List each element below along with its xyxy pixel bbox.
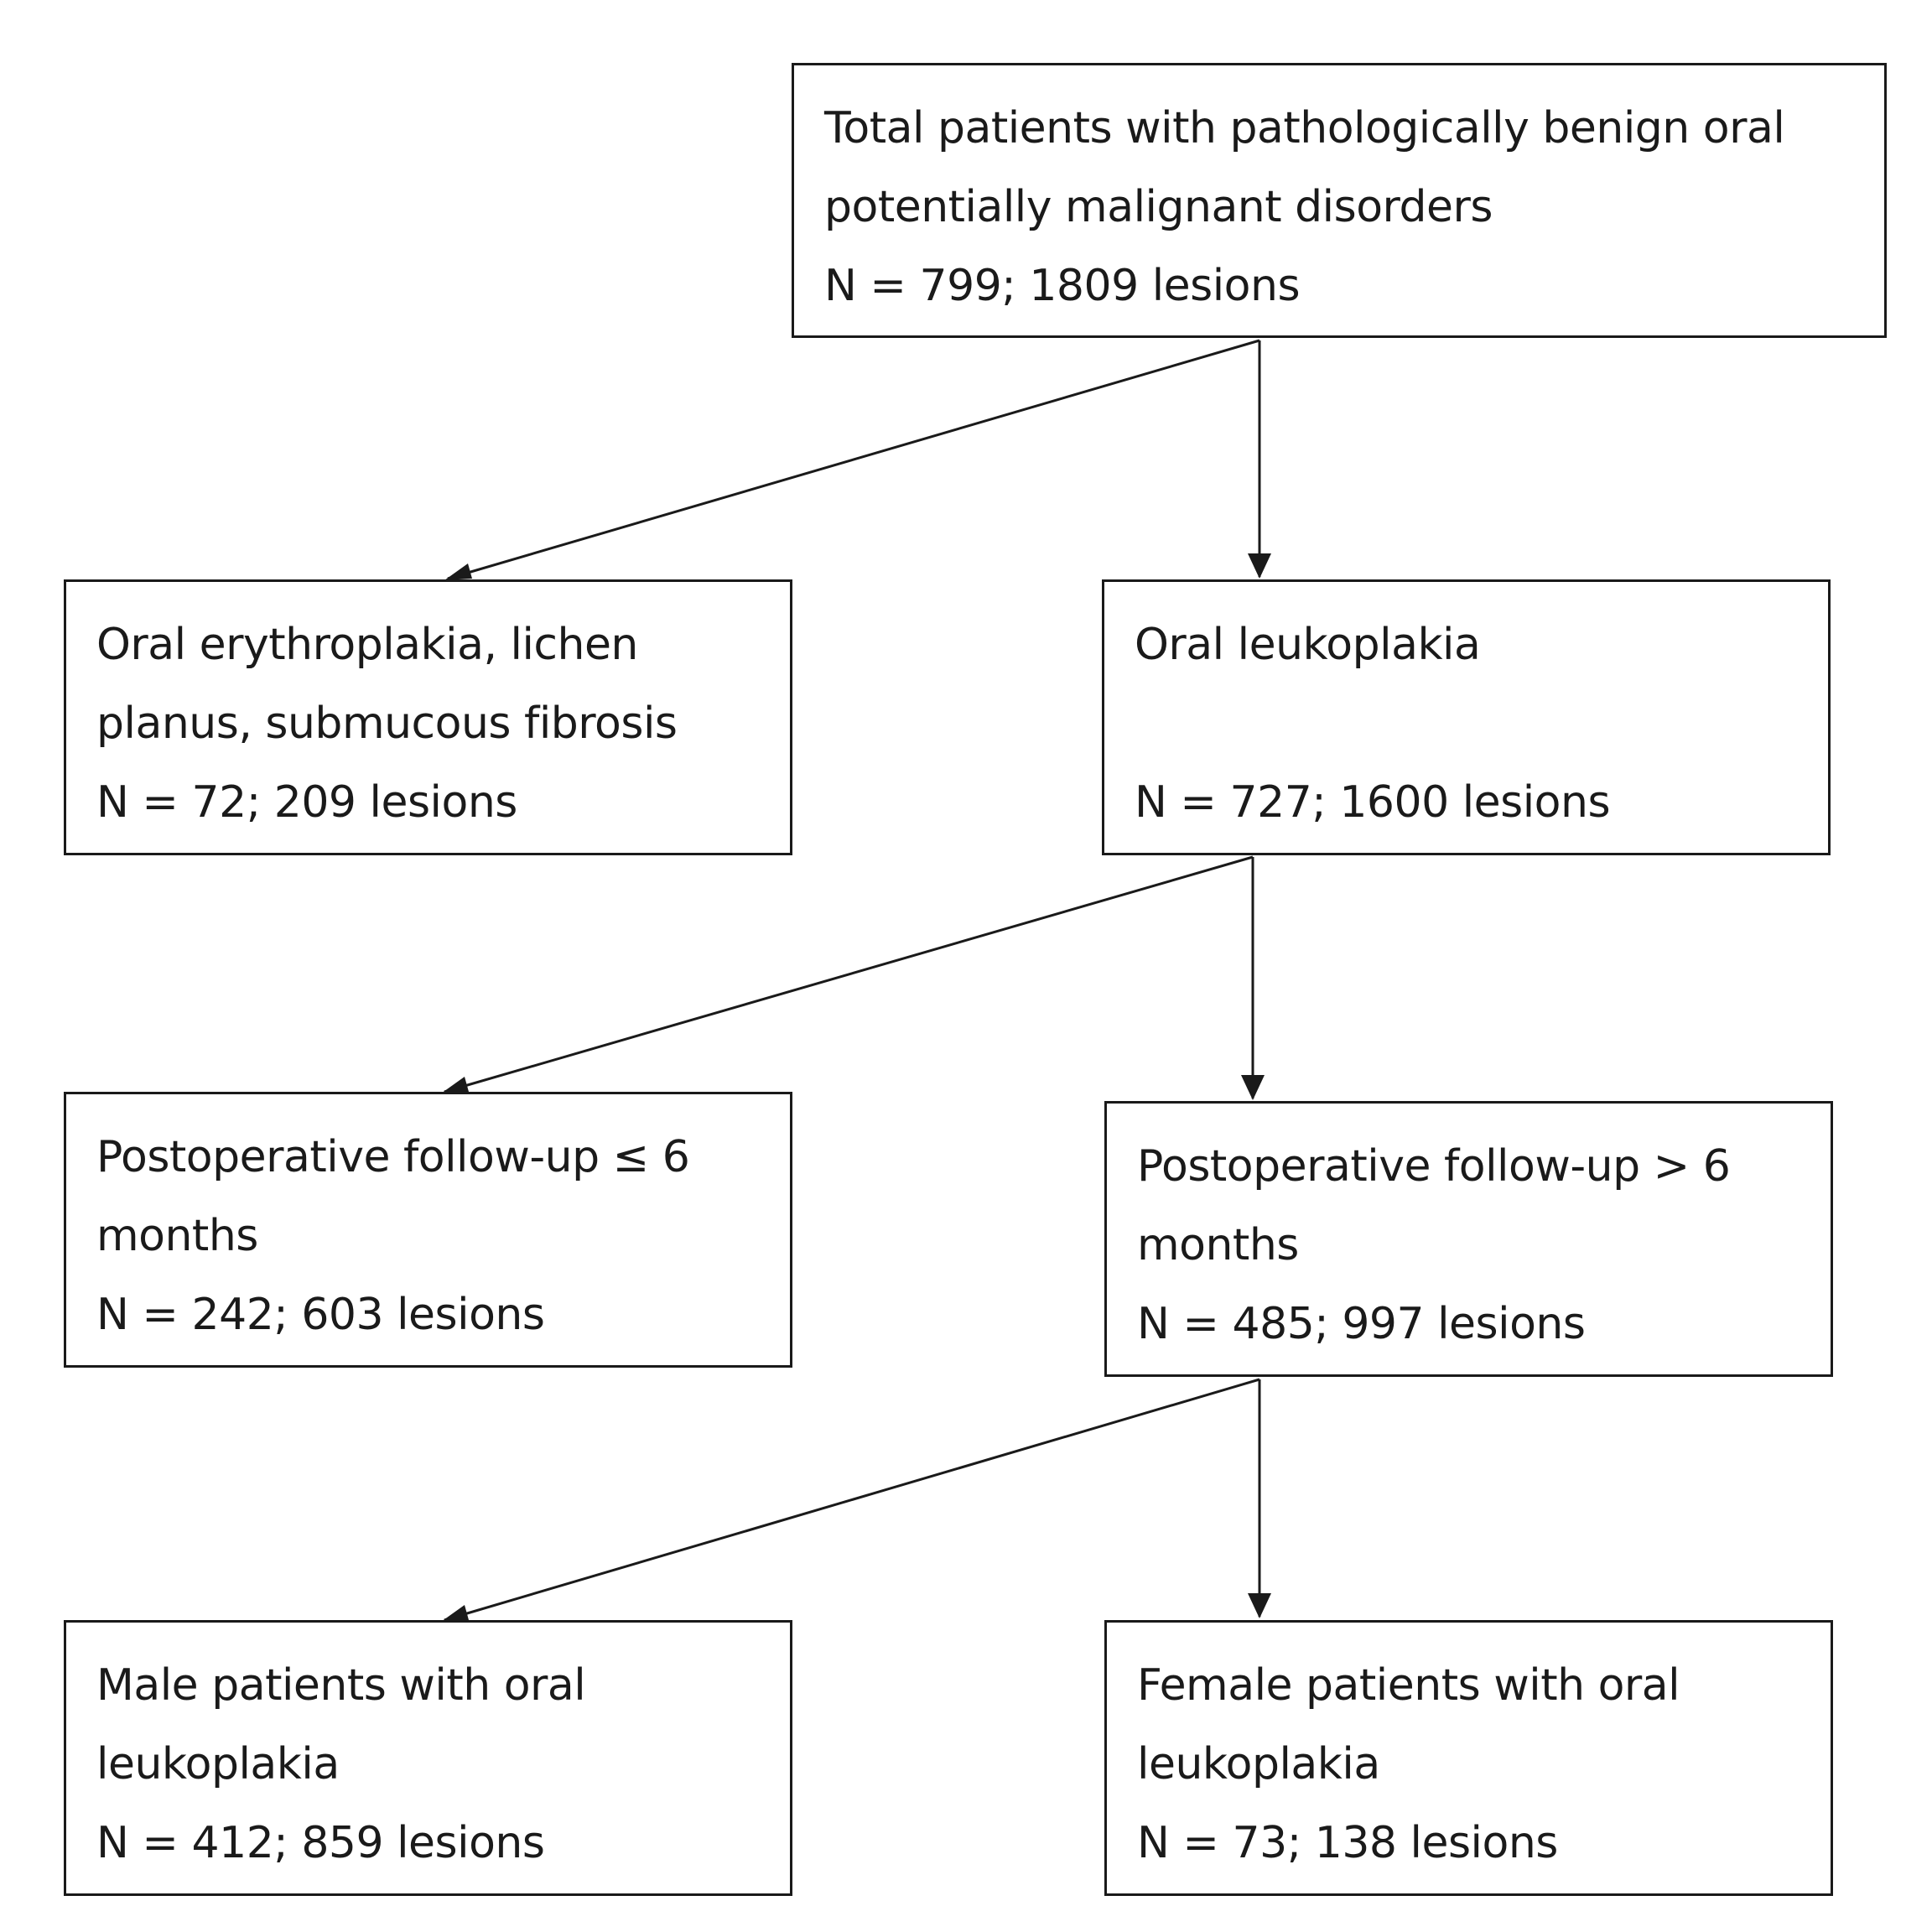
box-le6-count: N = 242; 603 lesions bbox=[96, 1290, 545, 1340]
arrowhead-female bbox=[1248, 1593, 1271, 1618]
arrowhead-male bbox=[441, 1605, 469, 1622]
box-male-line2: leukoplakia bbox=[96, 1739, 340, 1789]
box-leuko-count: N = 727; 1600 lesions bbox=[1135, 777, 1611, 828]
box-gt6-line2: months bbox=[1137, 1220, 1299, 1270]
box-male-count: N = 412; 859 lesions bbox=[96, 1818, 545, 1868]
arrowhead-leuko bbox=[1248, 553, 1271, 579]
box-leuko-line1: Oral leukoplakia bbox=[1135, 620, 1481, 670]
box-other-line2: planus, submucous fibrosis bbox=[96, 699, 678, 749]
arrowhead-gt6 bbox=[1241, 1075, 1265, 1100]
box-gt6-count: N = 485; 997 lesions bbox=[1137, 1299, 1586, 1349]
box-followup-gt6: Postoperative follow-up > 6 months N = 4… bbox=[1104, 1101, 1833, 1377]
box-male-patients: Male patients with oral leukoplakia N = … bbox=[64, 1620, 792, 1896]
box-le6-line1: Postoperative follow-up ≤ 6 bbox=[96, 1132, 690, 1182]
box-total-line2: potentially malignant disorders bbox=[824, 182, 1493, 232]
box-total-line1: Total patients with pathologically benig… bbox=[824, 103, 1785, 153]
box-male-line1: Male patients with oral bbox=[96, 1660, 586, 1711]
box-oral-leukoplakia: Oral leukoplakia N = 727; 1600 lesions bbox=[1102, 579, 1831, 855]
box-female-patients: Female patients with oral leukoplakia N … bbox=[1104, 1620, 1833, 1896]
box-other-count: N = 72; 209 lesions bbox=[96, 777, 517, 828]
box-female-line1: Female patients with oral bbox=[1137, 1660, 1680, 1711]
box-gt6-line1: Postoperative follow-up > 6 bbox=[1137, 1141, 1731, 1192]
arrow-total-to-other bbox=[447, 339, 1260, 580]
box-female-line2: leukoplakia bbox=[1137, 1739, 1380, 1789]
box-female-count: N = 73; 138 lesions bbox=[1137, 1818, 1558, 1868]
box-other-line1: Oral erythroplakia, lichen bbox=[96, 620, 638, 670]
box-followup-le6: Postoperative follow-up ≤ 6 months N = 2… bbox=[64, 1092, 792, 1368]
box-leuko-spacer bbox=[1135, 684, 1798, 763]
arrow-gt6-to-male bbox=[444, 1378, 1260, 1622]
box-total-patients: Total patients with pathologically benig… bbox=[792, 63, 1887, 338]
arrow-leuko-to-le6 bbox=[444, 855, 1254, 1093]
arrowhead-other bbox=[444, 564, 472, 580]
box-other-disorders: Oral erythroplakia, lichen planus, submu… bbox=[64, 579, 792, 855]
arrowhead-le6 bbox=[441, 1077, 469, 1093]
box-total-count: N = 799; 1809 lesions bbox=[824, 261, 1301, 311]
box-le6-line2: months bbox=[96, 1211, 258, 1261]
